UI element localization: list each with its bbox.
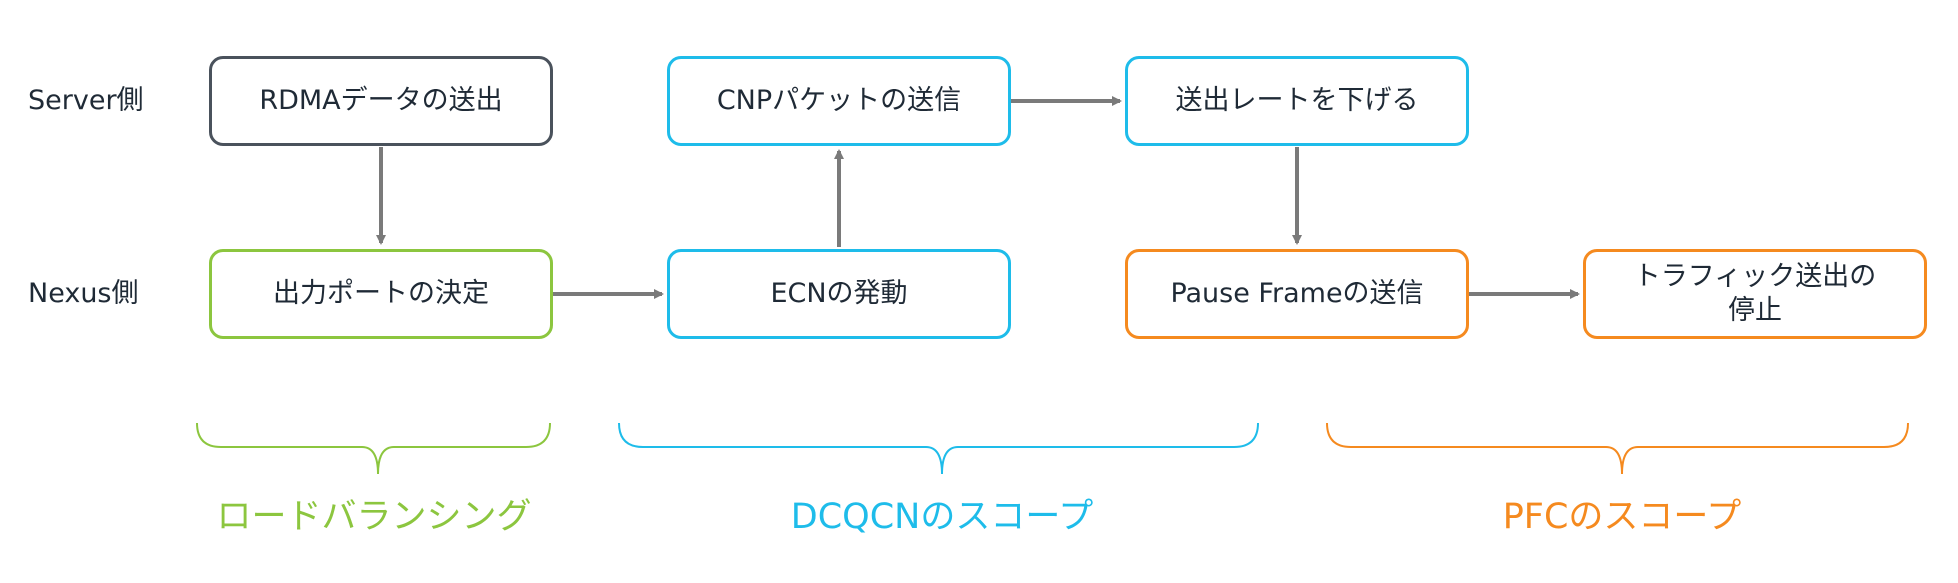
node-pause-frame: Pause Frameの送信 [1125, 249, 1469, 339]
node-ecn: ECNの発動 [667, 249, 1011, 339]
node-ecn-label: ECNの発動 [770, 278, 908, 309]
node-rdma-send: RDMAデータの送出 [209, 56, 553, 146]
brace-pfc [1326, 422, 1909, 475]
node-traffic-stop-label-line2: 停止 [1728, 295, 1782, 326]
scope-label-dcqcn: DCQCNのスコープ [790, 497, 1094, 537]
row-label-server: Server側 [28, 85, 144, 116]
node-rate-down-label: 送出レートを下げる [1175, 85, 1419, 116]
brace-dcqcn [618, 422, 1259, 475]
brace-load-balancing [196, 422, 551, 475]
scope-label-load-balancing: ロードバランシング [216, 497, 532, 537]
node-output-port-label: 出力ポートの決定 [273, 278, 489, 309]
node-rdma-send-label: RDMAデータの送出 [259, 85, 503, 116]
scope-label-pfc: PFCのスコープ [1502, 497, 1742, 537]
row-label-nexus: Nexus側 [28, 278, 139, 309]
node-traffic-stop: トラフィック送出の 停止 [1583, 249, 1927, 339]
node-pause-frame-label: Pause Frameの送信 [1170, 278, 1424, 309]
node-traffic-stop-label-line1: トラフィック送出の [1633, 261, 1877, 292]
node-cnp-send: CNPパケットの送信 [667, 56, 1011, 146]
node-cnp-send-label: CNPパケットの送信 [716, 85, 962, 116]
node-output-port: 出力ポートの決定 [209, 249, 553, 339]
node-rate-down: 送出レートを下げる [1125, 56, 1469, 146]
